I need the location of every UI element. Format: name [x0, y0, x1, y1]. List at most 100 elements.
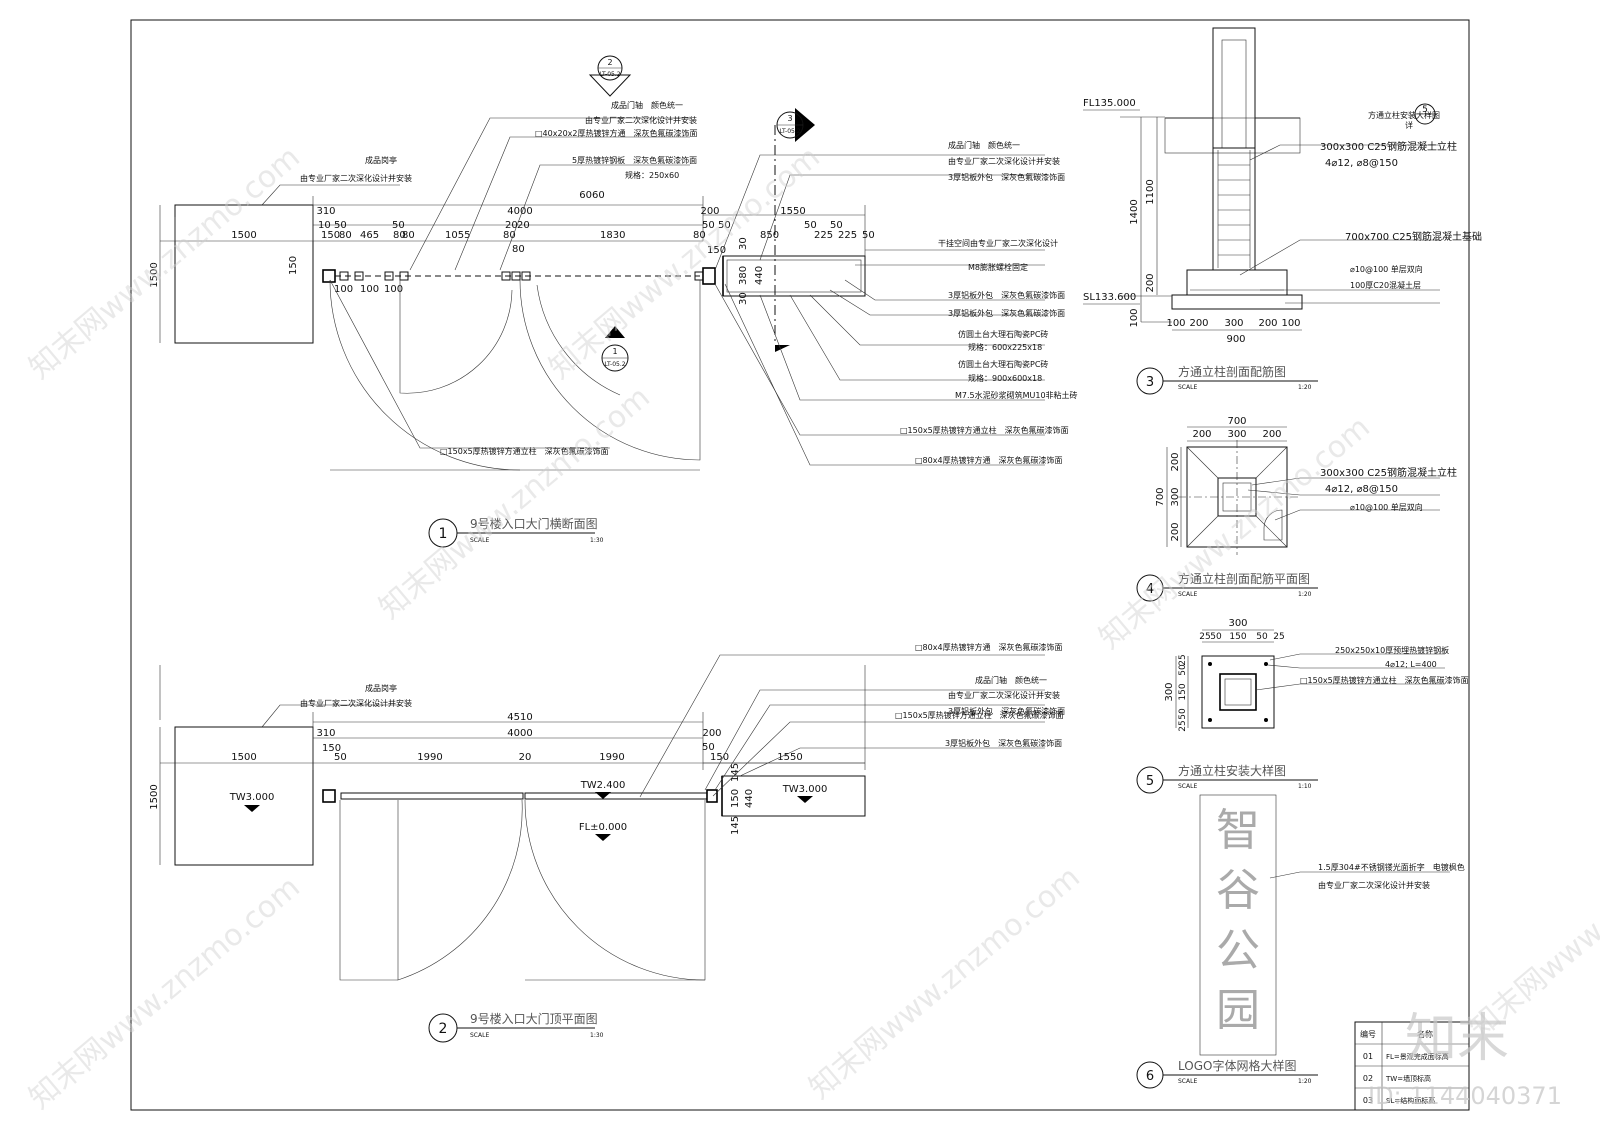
- notes-section3: 方通立柱安装大样图 详 300x300 C25钢筋混凝土立柱 4⌀12, ⌀8@…: [1320, 110, 1482, 290]
- note: 100厚C20混凝土层: [1350, 280, 1421, 290]
- note: 4⌀12; L=400: [1385, 660, 1437, 669]
- dim-200: 200: [700, 206, 719, 217]
- dim: 50: [1178, 664, 1188, 676]
- dim-4000: 4000: [507, 206, 532, 217]
- dim-item: 50: [718, 220, 731, 231]
- dim-1550: 1550: [777, 752, 802, 763]
- dim-item: 50: [392, 220, 405, 231]
- guard-booth: [174, 726, 314, 866]
- note: □40x20x2厚热镀锌方通 深灰色氟碳漆饰面: [535, 128, 697, 138]
- dim-1500-v: 1500: [149, 262, 160, 287]
- note: 成品门轴 颜色统一: [975, 675, 1047, 685]
- section-mark-1: 1 LT-05.2: [601, 326, 629, 372]
- note: 由专业厂家二次深化设计并安装: [300, 173, 412, 183]
- note: 规格：900x600x18: [968, 373, 1042, 383]
- concrete-footing: [1186, 269, 1288, 296]
- drawing-1: 6060 4000 200 1550 310 1500 1500 10 50 1…: [149, 55, 1078, 548]
- logo-char-2: 谷: [1216, 865, 1260, 916]
- notes-detail5: 250x250x10厚预埋热镀锌钢板 4⌀12; L=400 □150x5厚热镀…: [1300, 645, 1469, 685]
- dim: 25: [1178, 720, 1188, 731]
- legend-table: 编号 名称 01 FL=景观完成面标高 02 TW=墙顶标高 03 SL=结构面…: [1354, 1021, 1470, 1111]
- note: 由专业厂家二次深化设计并安装: [300, 698, 412, 708]
- dim-item: 465: [360, 230, 379, 241]
- dim-30-a: 30: [738, 237, 749, 250]
- note: 4⌀12, ⌀8@150: [1325, 158, 1398, 169]
- dim-150-v: 150: [288, 256, 299, 275]
- note: 3厚铝板外包 深灰色氟碳漆饰面: [948, 706, 1065, 716]
- drawing-2: 4510 4000 310 200 1500 150 50 1990 20 19…: [149, 642, 1065, 1043]
- dim: 200: [1192, 429, 1211, 440]
- dim-50: 50: [334, 752, 347, 763]
- watermark-text: 知末网www.znzmo.com: [803, 860, 1087, 1106]
- note: 成品岗亭: [365, 155, 397, 165]
- door-leaf-2: [519, 279, 701, 461]
- dim-item: 20: [505, 220, 518, 231]
- elevation-marks: TW3.000 TW2.400 FL±0.000 TW3.000: [229, 780, 828, 841]
- dim-200: 200: [702, 728, 721, 739]
- note: 3厚铝板外包 深灰色氟碳漆饰面: [948, 308, 1065, 318]
- note: 仿圆土台大理石陶瓷PC砖: [958, 329, 1048, 339]
- dim-4510: 4510: [507, 712, 532, 723]
- note: □80x4厚热镀锌方通 深灰色氟碳漆饰面: [915, 455, 1063, 465]
- gate-leaf-right: [524, 792, 708, 800]
- dim-item: 225: [838, 230, 857, 241]
- dim-item: 50: [830, 220, 843, 231]
- note: M8膨胀螺栓固定: [968, 262, 1028, 272]
- note: 3厚铝板外包 深灰色氟碳漆饰面: [948, 172, 1065, 182]
- sheet-frame: [130, 19, 1470, 1111]
- watermark-text: 知末网www.znzmo.com: [23, 140, 307, 386]
- dim-item: 100: [334, 284, 353, 295]
- elev-wall: TW3.000: [782, 784, 828, 795]
- scale-value: 1:30: [590, 537, 604, 544]
- note: □150x5厚热镀锌方通立柱 深灰色氟碳漆饰面: [1300, 675, 1469, 685]
- section-mark-3: 3 LT-05.2: [776, 108, 815, 142]
- note: 成品岗亭: [365, 683, 397, 693]
- scale-label: SCALE: [470, 1032, 489, 1039]
- dim-100: 100: [1129, 308, 1140, 327]
- dim-item: 80: [339, 230, 352, 241]
- dim: 300: [1164, 682, 1175, 701]
- title-number: 6: [1146, 1069, 1154, 1084]
- logo-char-4: 园: [1216, 985, 1260, 1036]
- note: 干挂空间由专业厂家二次深化设计: [938, 238, 1058, 248]
- watermark-id: ID: 1144040371: [1368, 1082, 1562, 1110]
- note: 规格：600x225x18: [968, 342, 1042, 352]
- logo-char-3: 公: [1216, 925, 1260, 976]
- watermark-brand: 知末: [1405, 1009, 1509, 1069]
- post-left: [322, 269, 336, 283]
- dim-item: 50: [334, 220, 347, 231]
- door-swing-2: [524, 799, 706, 981]
- base-course: [1171, 294, 1303, 310]
- dim-item: 1830: [600, 230, 625, 241]
- dim: 150: [1229, 632, 1246, 642]
- note: 成品门轴 颜色统一: [611, 100, 683, 110]
- notes-plan4: 300x300 C25钢筋混凝土立柱 4⌀12, ⌀8@150 ⌀10@100 …: [1320, 466, 1457, 512]
- watermark-text: 知末网www.znzmo.com: [543, 140, 827, 386]
- elev-booth: TW3.000: [229, 792, 275, 803]
- title-text: 方通立柱剖面配筋平面图: [1178, 571, 1310, 586]
- post-right: [706, 789, 718, 803]
- title-block-3: 3 方通立柱剖面配筋图 SCALE 1:20: [1136, 364, 1318, 395]
- dim: 25: [1199, 632, 1210, 642]
- dim-30-b: 30: [738, 292, 749, 305]
- title-text: 9号楼入口大门横断面图: [470, 516, 598, 531]
- note: 仿圆土台大理石陶瓷PC砖: [958, 359, 1048, 369]
- dim: 100: [1166, 318, 1185, 329]
- legend-code: 01: [1363, 1052, 1373, 1061]
- dim-item: 10: [318, 220, 331, 231]
- dim: 200: [1170, 452, 1181, 471]
- concrete-column: [1212, 147, 1256, 271]
- note: ⌀10@100 单层双向: [1350, 502, 1423, 512]
- drawing-5: 300 25 50 150 50 25 300 25 50 150 50 25 …: [1136, 618, 1469, 794]
- note: 3厚铝板外包 深灰色氟碳漆饰面: [948, 290, 1065, 300]
- dim-1500-h: 1500: [231, 230, 256, 241]
- note: □150x5厚热镀锌方通立柱 深灰色氟碳漆饰面: [895, 710, 1064, 720]
- dim: 200: [1189, 318, 1208, 329]
- guard-booth: [174, 204, 314, 344]
- dim: 50: [1210, 632, 1222, 642]
- scale-value: 1:30: [590, 1032, 604, 1039]
- dim: 200: [1258, 318, 1277, 329]
- dim-item: 50: [804, 220, 817, 231]
- dim-item: 150: [707, 245, 726, 256]
- dim-20: 20: [519, 752, 532, 763]
